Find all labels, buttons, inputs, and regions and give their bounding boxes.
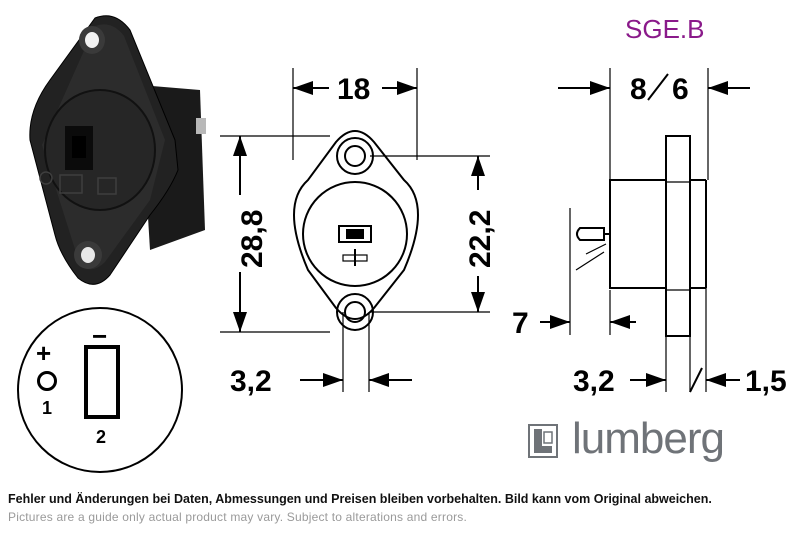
front-view	[293, 130, 419, 331]
brand-name: lumberg	[572, 414, 725, 463]
dim-pin-7: 7	[512, 208, 636, 340]
product-photo	[29, 15, 206, 285]
dim-width-18: 18	[292, 68, 418, 160]
dim-28-8-label: 28,8	[236, 210, 269, 268]
plus-label: +	[36, 338, 51, 368]
dim-hole-3-2-front: 3,2	[230, 312, 412, 398]
dim-hole-pitch-22-2: 22,2	[370, 155, 497, 313]
disclaimer-german: Fehler und Änderungen bei Daten, Abmessu…	[8, 492, 712, 506]
pinout-diagram: + − 1 2	[17, 307, 183, 473]
dim-height-28-8: 28,8	[220, 135, 330, 333]
dim-22-2-label: 22,2	[464, 210, 497, 268]
dim-side-3-2-1-5: 3,2 1,5	[573, 288, 787, 398]
dim-3-2-side-label: 3,2	[573, 365, 615, 398]
dim-7-label: 7	[512, 307, 529, 340]
minus-label: −	[92, 321, 107, 351]
disclaimer-english: Pictures are a guide only actual product…	[8, 510, 468, 524]
dim-6-label: 6	[672, 73, 689, 106]
dim-depth-8-6: 8 6	[558, 68, 750, 180]
brand-logo: lumberg	[528, 414, 728, 470]
lumberg-mark-icon	[528, 424, 558, 458]
dim-8-label: 8	[630, 73, 647, 106]
pin-1-label: 1	[42, 398, 52, 418]
dim-1-5-label: 1,5	[745, 365, 787, 398]
pin-2-label: 2	[96, 427, 106, 447]
model-code: SGE.B	[625, 14, 705, 44]
side-view	[575, 135, 707, 337]
dim-18-label: 18	[337, 73, 370, 106]
dim-3-2-front-label: 3,2	[230, 365, 272, 398]
